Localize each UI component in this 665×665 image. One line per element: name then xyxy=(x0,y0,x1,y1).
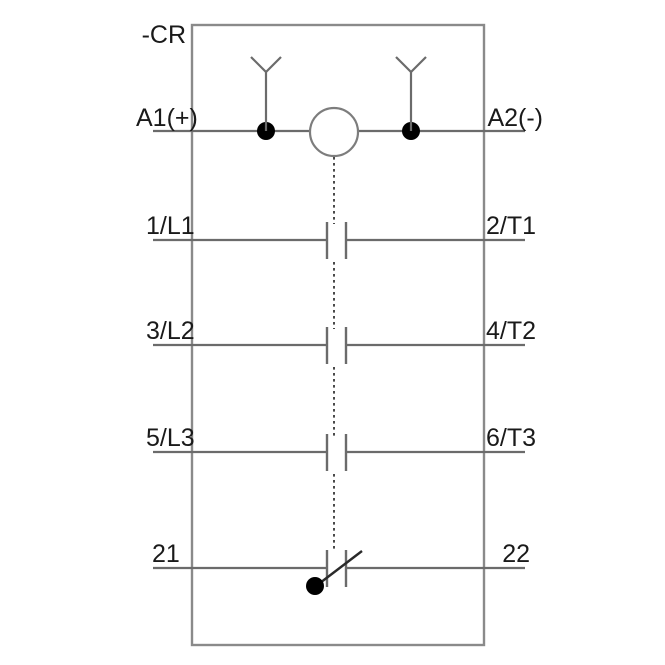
coil-row: A1(+) A2(-) xyxy=(136,56,543,158)
nc-pivot-dot xyxy=(306,577,324,595)
contact-label-left-3: 5/L3 xyxy=(146,424,195,452)
contact-label-right-4: 22 xyxy=(502,540,530,568)
coil-label-a1: A1(+) xyxy=(136,104,198,132)
contact-label-right-1: 2/T1 xyxy=(486,212,536,240)
contact-l1-t1: 1/L1 2/T1 xyxy=(146,212,536,259)
contact-l2-t2: 3/L2 4/T2 xyxy=(146,317,536,364)
contact-21-22: 21 22 xyxy=(152,540,530,595)
device-enclosure-box xyxy=(190,23,486,647)
contact-label-right-3: 6/T3 xyxy=(486,424,536,452)
terminal-symbol-a2 xyxy=(395,56,427,131)
coil-label-a2: A2(-) xyxy=(487,104,543,132)
coil-circle-symbol xyxy=(308,106,360,158)
nc-diagonal-slash xyxy=(315,550,363,587)
contact-label-left-4: 21 xyxy=(152,540,180,568)
contact-label-right-2: 4/T2 xyxy=(486,317,536,345)
terminal-symbol-a1 xyxy=(250,56,282,131)
contact-l3-t3: 5/L3 6/T3 xyxy=(146,424,536,471)
contact-label-left-2: 3/L2 xyxy=(146,317,195,345)
contact-label-left-1: 1/L1 xyxy=(146,212,195,240)
device-tag-label: -CR xyxy=(142,21,186,49)
